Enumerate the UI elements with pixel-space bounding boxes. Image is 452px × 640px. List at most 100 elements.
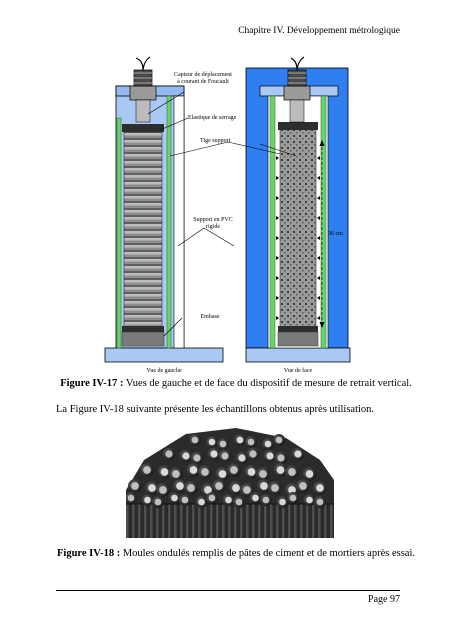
mould-end-sample [275, 436, 283, 444]
mould-end-sample [243, 486, 251, 494]
figure-17-diagram: Capteur de déplacement à courant de Fouc… [104, 56, 351, 374]
leader-lines [147, 91, 297, 337]
figure-17-caption: Figure IV-17 : Vues de gauche et de face… [56, 378, 416, 389]
mould-end-sample [289, 494, 297, 502]
label-front-view: Vue de face [284, 367, 313, 374]
mould-end-sample [232, 484, 240, 492]
label-sensor-line1: Capteur de déplacement [174, 72, 232, 78]
right-rivets-right [317, 156, 320, 320]
figure-18-caption: Figure IV-18 : Moules ondulés remplis de… [56, 548, 416, 559]
mould-end-sample [160, 468, 169, 476]
mould-ends [126, 434, 327, 508]
mould-end-sample [316, 484, 324, 492]
right-bottom-band [278, 326, 318, 332]
mould-end-sample [306, 496, 313, 504]
left-sensor-probe [135, 99, 151, 123]
mould-end-sample [279, 498, 286, 506]
left-bottom-band [122, 326, 164, 332]
left-rod-green [166, 95, 172, 349]
right-sensor-cable [290, 56, 305, 71]
mould-end-sample [219, 440, 227, 448]
left-top-cap [122, 124, 164, 132]
mould-end-sample [198, 498, 205, 506]
left-corrugated-mould [123, 131, 163, 333]
right-sensor-nut [283, 85, 311, 101]
mould-end-sample [182, 452, 190, 460]
right-rod-left [269, 95, 276, 349]
mould-end-sample [189, 466, 198, 474]
running-header: Chapitre IV. Développement métrologique [238, 26, 400, 36]
mould-end-sample [193, 454, 201, 462]
mould-end-sample [235, 498, 243, 506]
right-top-cap [278, 122, 318, 130]
label-dimension: 36 cm [328, 231, 343, 237]
figure-17-caption-text: Vues de gauche et de face du dispositif … [123, 378, 412, 389]
mould-end-sample [277, 454, 285, 462]
label-base: Embase [201, 314, 220, 320]
mould-end-sample [276, 466, 285, 474]
label-clamp: Elastique de serrage [188, 115, 237, 121]
right-rivets-left [276, 156, 279, 320]
mould-end-sample [247, 468, 256, 476]
figure-18-caption-label: Figure IV-18 : [57, 548, 121, 559]
mould-end-sample [316, 498, 324, 506]
left-rod-green-2 [116, 117, 122, 349]
mould-end-sample [266, 452, 274, 460]
mould-end-sample [191, 436, 199, 444]
mould-end-sample [131, 482, 139, 490]
left-sensor-cable [135, 56, 151, 71]
right-base-plate [245, 347, 351, 363]
mould-end-sample [208, 438, 216, 446]
mould-end-sample [225, 496, 232, 504]
corrugated-moulds-front [126, 504, 334, 538]
mould-end-sample [144, 496, 151, 504]
mould-end-sample [288, 486, 296, 494]
label-pvc-line2: rigide [206, 224, 220, 230]
left-view-drawing [104, 56, 224, 363]
mould-end-sample [288, 468, 296, 476]
mould-end-sample [299, 482, 307, 490]
left-base-plate [104, 347, 224, 363]
figure-18-photo [126, 420, 334, 538]
mould-end-sample [215, 482, 223, 490]
right-base-block [277, 331, 319, 347]
mould-end-sample [148, 484, 156, 492]
mould-end-sample [218, 470, 227, 478]
right-view-drawing [245, 56, 351, 363]
mould-end-sample [262, 496, 270, 504]
right-sensor-probe [289, 99, 305, 123]
label-left-view: Vue de gauche [146, 368, 182, 374]
mould-end-sample [143, 466, 151, 474]
footer-rule [56, 590, 400, 591]
mould-end-sample [294, 450, 302, 458]
mould-end-sample [236, 436, 244, 444]
left-pvc-support [173, 95, 185, 349]
mould-end-sample [260, 482, 268, 490]
right-corrugated-mould [279, 127, 317, 333]
mould-end-sample [249, 450, 257, 458]
mould-end-sample [176, 482, 184, 490]
mould-end-sample [230, 466, 238, 474]
left-base-block [121, 331, 165, 347]
mould-end-sample [271, 484, 279, 492]
mould-end-sample [305, 470, 314, 478]
mould-end-sample [252, 494, 259, 502]
mould-end-sample [165, 450, 173, 458]
mould-end-sample [259, 470, 267, 478]
left-sensor-nut [129, 85, 157, 101]
label-sensor-line2: à courant de Foucault [177, 79, 229, 85]
mould-end-sample [210, 450, 218, 458]
mould-end-sample [127, 494, 135, 502]
page-number: Page 97 [368, 594, 400, 605]
mould-end-sample [238, 454, 246, 462]
mould-end-sample [154, 498, 162, 506]
mould-end-sample [171, 494, 178, 502]
mould-end-sample [208, 494, 216, 502]
mould-end-sample [221, 452, 229, 460]
label-pvc-line1: Support en PVC [193, 217, 232, 223]
mould-end-sample [172, 470, 180, 478]
figure-17-caption-label: Figure IV-17 : [60, 378, 124, 389]
mould-end-sample [187, 484, 195, 492]
mould-end-sample [201, 468, 209, 476]
